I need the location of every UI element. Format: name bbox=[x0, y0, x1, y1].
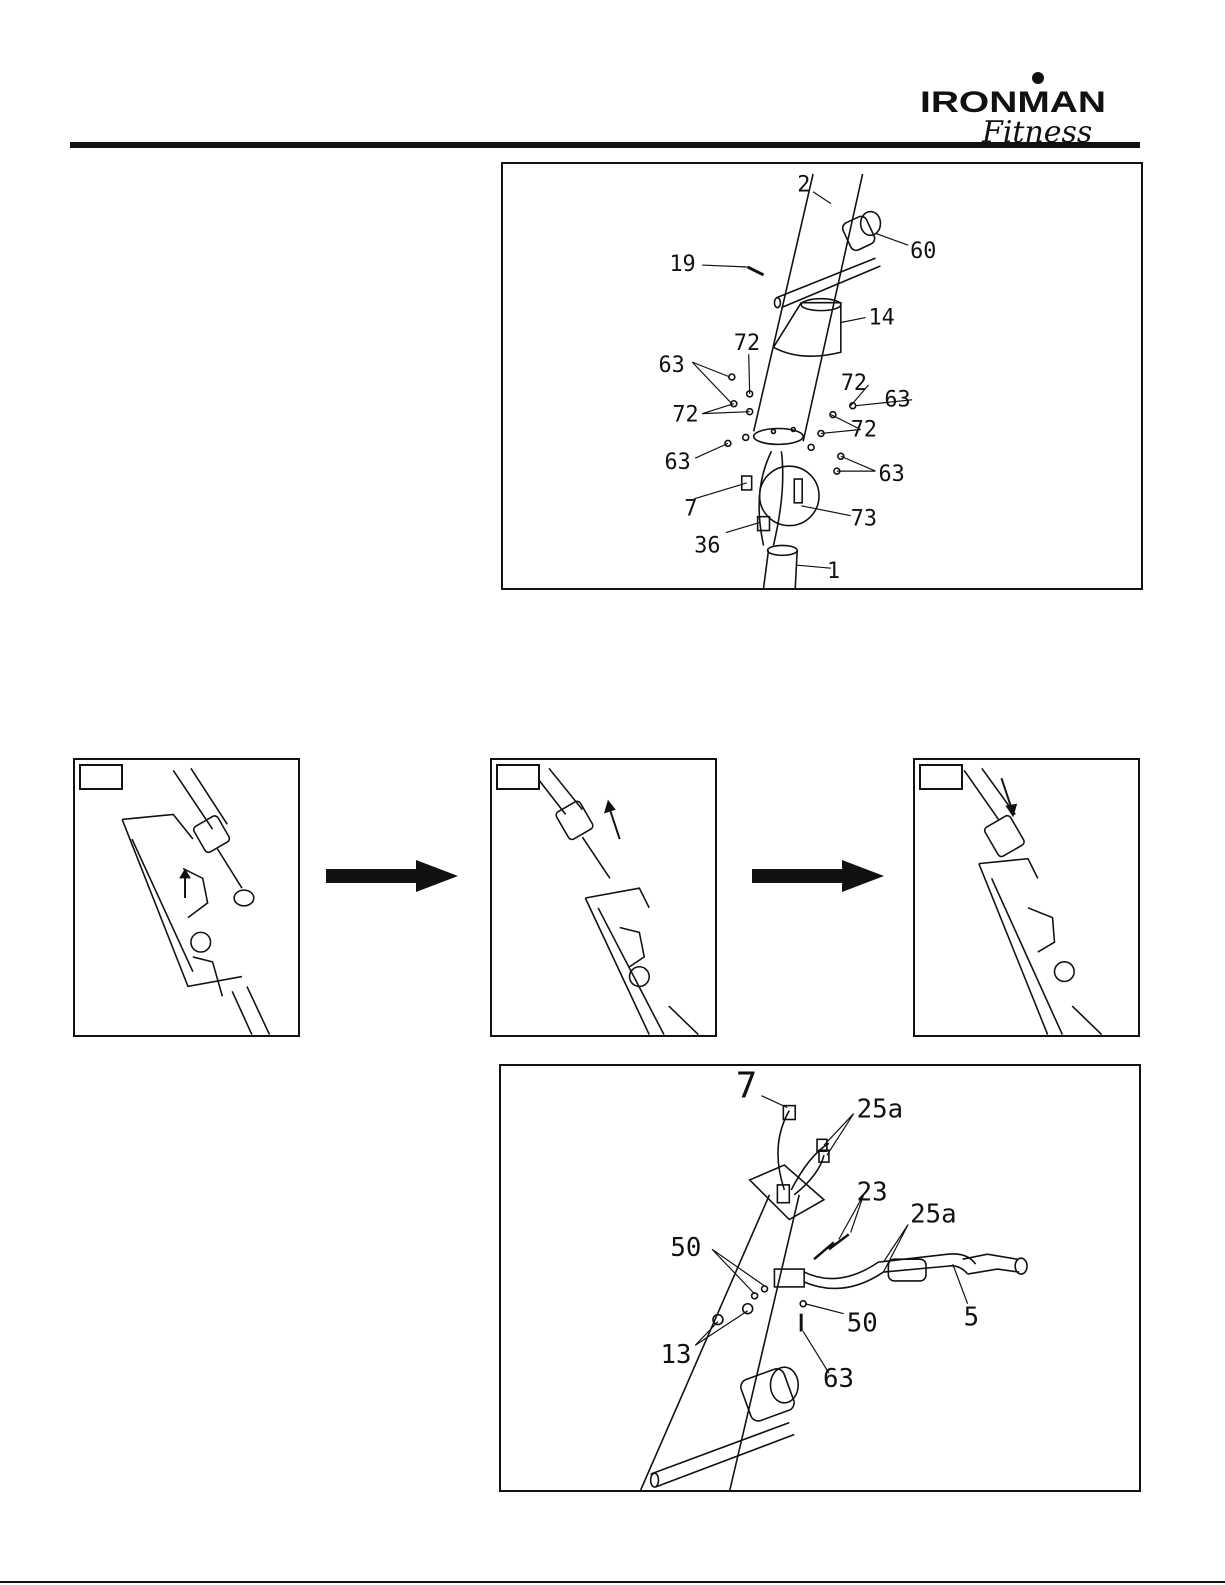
footer-rule bbox=[0, 1581, 1225, 1583]
callout-63: 63 bbox=[884, 388, 910, 413]
callout-19: 19 bbox=[669, 252, 695, 277]
callout-5: 5 bbox=[964, 1303, 980, 1333]
step-number-box bbox=[496, 764, 540, 790]
figure-cable-step-3 bbox=[913, 758, 1140, 1037]
callout-63: 63 bbox=[664, 450, 690, 475]
callout-63: 63 bbox=[823, 1364, 854, 1394]
step-number-box bbox=[919, 764, 963, 790]
callout-50: 50 bbox=[670, 1233, 701, 1263]
figure-handlebar-assembly: 7 25a 23 25a 50 50 5 13 63 bbox=[499, 1064, 1141, 1492]
right-arrow-icon bbox=[326, 860, 458, 892]
callout-1: 1 bbox=[827, 559, 840, 584]
callout-72: 72 bbox=[734, 331, 760, 356]
callout-72: 72 bbox=[851, 417, 877, 442]
handlebar-assembly-drawing: 7 25a 23 25a 50 50 5 13 63 bbox=[501, 1066, 1139, 1490]
right-arrow-icon bbox=[752, 860, 884, 892]
callout-13: 13 bbox=[661, 1340, 692, 1370]
callout-72: 72 bbox=[672, 403, 698, 428]
callout-72: 72 bbox=[841, 371, 867, 396]
callout-73: 73 bbox=[851, 507, 877, 532]
callout-36: 36 bbox=[694, 533, 720, 558]
callout-63: 63 bbox=[878, 462, 904, 487]
header-rule bbox=[70, 142, 1140, 148]
figure-upright-assembly: 2 60 19 14 72 63 72 63 72 72 63 63 7 73 … bbox=[501, 162, 1143, 590]
callout-50: 50 bbox=[847, 1308, 878, 1338]
callout-7: 7 bbox=[684, 497, 697, 522]
callout-7: 7 bbox=[736, 1066, 757, 1107]
upright-assembly-drawing: 2 60 19 14 72 63 72 63 72 72 63 63 7 73 … bbox=[503, 164, 1141, 588]
callout-14: 14 bbox=[869, 305, 895, 330]
callout-2: 2 bbox=[797, 173, 810, 198]
figure-cable-step-2 bbox=[490, 758, 717, 1037]
ironman-fitness-logo: IRONMAN Fitness bbox=[920, 70, 1110, 150]
logo-head-icon bbox=[1032, 72, 1044, 84]
callout-60: 60 bbox=[910, 239, 936, 264]
callout-63: 63 bbox=[659, 353, 685, 378]
callout-25a: 25a bbox=[910, 1200, 957, 1230]
cable-step-3-drawing bbox=[915, 760, 1138, 1035]
step-number-box bbox=[79, 764, 123, 790]
figure-cable-step-1 bbox=[73, 758, 300, 1037]
cable-step-2-drawing bbox=[492, 760, 715, 1035]
callout-23: 23 bbox=[857, 1178, 888, 1208]
callout-25a: 25a bbox=[857, 1095, 904, 1125]
cable-step-1-drawing bbox=[75, 760, 298, 1035]
